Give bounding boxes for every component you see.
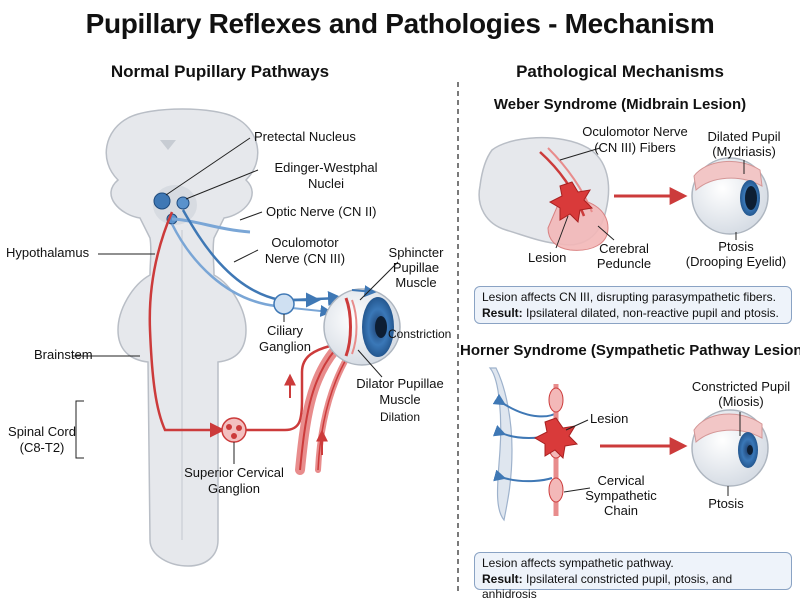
normal-pathways-heading: Normal Pupillary Pathways [110,62,330,81]
label-constriction: Constriction [388,327,452,341]
label-spinal-1: Spinal Cord [8,424,76,439]
ciliary-ganglion [273,293,295,315]
pathological-heading: Pathological Mechanisms [516,62,724,81]
label-chain-3: Chain [604,503,638,518]
horner-summary-line1: Lesion affects sympathetic pathway. [482,556,674,570]
sympathetic-descending [148,211,225,438]
ciliary-to-sphincter-2 [291,305,333,317]
label-dilation: Dilation [379,410,421,424]
label-ptosis-1: Ptosis [718,239,754,254]
ciliary-to-sphincter [291,291,343,306]
label-scg-1: Superior Cervical [184,465,284,480]
label-ciliary-2: Ganglion [258,339,312,354]
weber-heading: Weber Syndrome (Midbrain Lesion) [493,96,747,113]
label-horner-lesion: Lesion [590,411,629,426]
horner-result-text: Ipsilateral constricted pupil, ptosis, a… [482,571,733,602]
dilated-eye [691,157,769,235]
sympathetic-ascending [246,344,331,432]
horner-result-label: Result: [482,571,523,586]
label-spinal-2: (C8-T2) [19,440,65,455]
weber-summary-box: Lesion affects CN III, disrupting parasy… [474,286,792,324]
label-constricted-1: Constricted Pupil [691,379,791,394]
label-oculomotor-2: Nerve (CN III) [264,251,346,266]
label-dilator-2: Muscle [379,392,421,407]
edinger-westphal-nucleus [176,196,190,210]
label-hypothalamus: Hypothalamus [6,245,90,260]
label-sphincter-1: Sphincter [388,245,444,260]
label-oculomotor-1: Oculomotor [271,235,339,250]
normal-eye [323,288,401,366]
label-chain-1: Cervical [597,473,645,488]
label-peduncle-1: Cerebral [599,241,649,256]
horner-heading: Horner Syndrome (Sympathetic Pathway Les… [460,342,800,359]
constricted-eye [691,409,769,487]
label-dilated-1: Dilated Pupil [707,129,781,144]
label-sphincter-3: Muscle [395,275,437,290]
brainstem-illustration [105,108,259,567]
pretectal-nucleus [153,192,171,210]
label-peduncle-2: Peduncle [596,256,652,271]
horner-lesion-star [533,417,579,460]
label-dilator-1: Dilator Pupillae [356,376,444,391]
label-horner-ptosis: Ptosis [708,496,744,511]
label-edinger-1: Edinger-Westphal [274,160,378,175]
cn3-path-1 [181,209,321,308]
label-weber-lesion: Lesion [528,250,567,265]
page-title: Pupillary Reflexes and Pathologies - Mec… [85,8,715,39]
label-weber-oculomotor-2: (CN III) Fibers [594,140,676,155]
label-ptosis-2: (Drooping Eyelid) [685,254,787,269]
weber-result-label: Result: [482,305,523,320]
label-pretectal: Pretectal Nucleus [254,129,356,144]
label-chain-2: Sympathetic [585,488,657,503]
label-dilated-2: (Mydriasis) [712,144,776,159]
label-scg-2: Ganglion [207,481,261,496]
label-ciliary-1: Ciliary [266,323,304,338]
label-constricted-2: (Miosis) [718,394,764,409]
label-optic: Optic Nerve (CN II) [266,204,377,219]
label-weber-oculomotor-1: Oculomotor Nerve [582,124,688,139]
horner-summary-box: Lesion affects sympathetic pathway. Resu… [474,552,792,601]
weber-summary-line1: Lesion affects CN III, disrupting parasy… [482,290,776,304]
label-sphincter-2: Pupillae [392,260,440,275]
weber-lesion-star [548,181,594,224]
optic-nerve-path [171,217,251,234]
label-brainstem: Brainstem [34,347,93,362]
weber-result-text: Ipsilateral dilated, non-reactive pupil … [522,305,779,320]
label-edinger-2: Nuclei [307,176,345,191]
cn3-path-2 [170,223,277,308]
